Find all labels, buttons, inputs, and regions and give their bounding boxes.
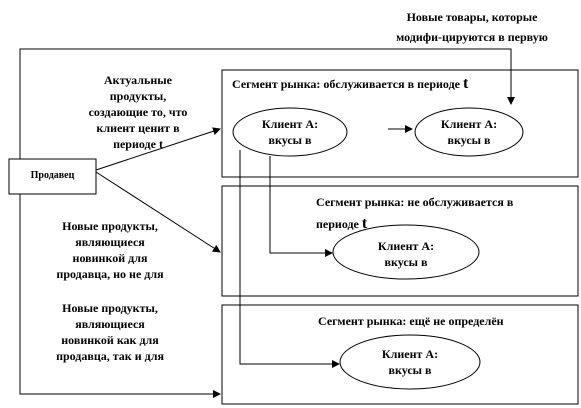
label-new-for-seller: Новые продукты, являющиеся новинкой для … [30, 218, 190, 284]
arrow-seller-to-segment-not-served [95, 171, 221, 253]
top-note-line-2: модифи-цируются в первую [396, 30, 548, 44]
segment-box-undetermined [221, 304, 579, 405]
arrow-client1-to-client3 [269, 156, 333, 257]
label-new-for-both: Новые продукты, являющиеся новинкой как … [30, 300, 190, 372]
segment-title-not-served-t: t [361, 215, 368, 232]
segment-box-not-served [221, 185, 579, 297]
label-new-both-line-1: Новые продукты, [62, 301, 158, 315]
arrow-top-loop [19, 48, 515, 159]
client-3-line-1: Клиент А: [377, 239, 435, 253]
label-new-both-line-2: являющиеся [75, 317, 145, 331]
arrow-bottom-loop [19, 194, 221, 398]
segment-title-undetermined: Сегмент рынка: ещё не определён [318, 314, 504, 328]
segment-title-not-served-line-2: периоде [316, 217, 359, 231]
label-actual-line-4: клиент ценит в [96, 121, 180, 135]
client-4-line-2: вкусы в [388, 363, 432, 377]
arrow-seller-to-segment-served [95, 127, 221, 171]
client-1-line-2: вкусы в [268, 133, 312, 147]
client-3-text: Клиент А: вкусы в [356, 238, 456, 270]
label-actual-line-5: периоде t [113, 137, 163, 151]
seller-label: Продавец [30, 170, 75, 181]
client-2-text: Клиент А: вкусы в [419, 116, 519, 148]
label-new-both-line-4: продавца, так и для [56, 349, 164, 363]
client-3-line-2: вкусы в [384, 255, 428, 269]
client-1-line-1: Клиент А: [261, 117, 319, 131]
client-ellipse-3 [332, 224, 480, 280]
label-new-both-line-3: новинкой как для [61, 333, 159, 347]
label-new-seller-line-1: Новые продукты, [62, 219, 158, 233]
label-actual-products: Актуальные продукты, создающие то, что к… [58, 72, 218, 158]
segment-title-not-served: Сегмент рынка: не обслуживается в период… [316, 194, 574, 232]
segment-title-served-text: Сегмент рынка: обслуживается в периоде [232, 77, 460, 91]
label-new-seller-line-2: являющиеся [75, 235, 145, 249]
segment-title-served: Сегмент рынка: обслуживается в периоде t [232, 76, 572, 92]
client-ellipse-2 [414, 107, 524, 157]
client-ellipse-1 [232, 107, 348, 157]
seller-box [8, 158, 97, 195]
arrow-client1-to-client4 [239, 150, 340, 368]
segment-box-served [221, 69, 579, 178]
segment-title-not-served-line-1: Сегмент рынка: не обслуживается в [316, 195, 514, 209]
label-actual-line-3: создающие то, что [88, 105, 188, 119]
segment-title-served-t: t [462, 75, 469, 92]
client-2-line-2: вкусы в [447, 133, 491, 147]
label-actual-line-1: Актуальные [104, 73, 172, 87]
client-1-text: Клиент А: вкусы в [240, 116, 340, 148]
label-new-seller-line-3: новинкой для [72, 251, 148, 265]
top-note: Новые товары, которые модифи-цируются в … [372, 9, 572, 45]
client-4-text: Клиент А: вкусы в [360, 346, 460, 378]
label-new-seller-line-4: продавца, но не для [56, 267, 164, 281]
top-note-line-1: Новые товары, которые [406, 10, 538, 24]
client-2-line-1: Клиент А: [440, 117, 498, 131]
label-actual-line-2: продукты, [109, 89, 167, 103]
client-ellipse-4 [339, 334, 481, 390]
client-4-line-1: Клиент А: [381, 347, 439, 361]
